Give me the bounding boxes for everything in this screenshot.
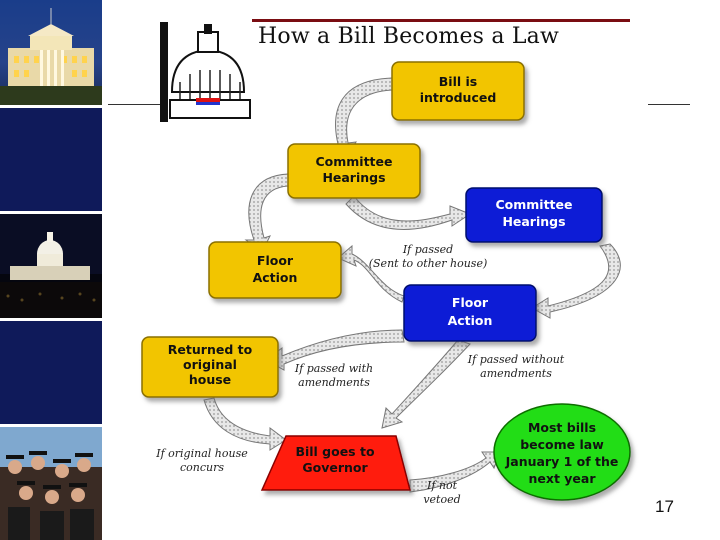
if-passed-label-1: If passed: [402, 243, 453, 256]
floor2-line2: Action: [448, 313, 493, 328]
white-house-photo: [0, 0, 102, 105]
most-bills-become-law-oval: [493, 403, 631, 501]
most-bills-line4: next year: [529, 471, 597, 486]
most-bills-line1: Most bills: [528, 420, 596, 435]
returned-line2: original: [183, 357, 237, 372]
committee-hearings-house1-box: [287, 143, 421, 199]
concurs-label-2: concurs: [180, 461, 224, 474]
without-amendments-label-2: amendments: [480, 367, 552, 380]
floor1-line2: Action: [253, 270, 298, 285]
with-amendments-label-2: amendments: [298, 376, 370, 389]
bill-introduced-box: [391, 61, 525, 121]
arrow-returned-to-governor: [203, 397, 287, 451]
most-bills-line3: January 1 of the: [505, 454, 619, 469]
committee2-line2: Hearings: [502, 214, 565, 229]
not-vetoed-label-2: vetoed: [423, 493, 460, 506]
graduates-photo: [0, 427, 102, 540]
navy-panel-2: [0, 321, 102, 424]
header-rule-right: [648, 104, 690, 105]
returned-line3: house: [189, 372, 231, 387]
committee-hearings-house2-box: [465, 187, 603, 243]
floor2-line1: Floor: [452, 295, 489, 310]
with-amendments-label-1: If passed with: [294, 362, 373, 375]
arrow-floor2-to-governor: [381, 339, 471, 429]
slide-title: How a Bill Becomes a Law: [258, 24, 560, 49]
concurs-label-1: If original house: [155, 447, 248, 460]
bill-introduced-line2: introduced: [420, 90, 497, 105]
title-rule: [252, 19, 630, 22]
committee1-line2: Hearings: [322, 170, 385, 185]
returned-to-original-box: [141, 336, 279, 398]
navy-panel-1: [0, 108, 102, 211]
bill-introduced-line1: Bill is: [439, 74, 477, 89]
floor-action-house1-box: [208, 241, 342, 299]
without-amendments-label-1: If passed without: [467, 353, 565, 366]
capitol-night-photo: [0, 214, 102, 318]
committee1-line1: Committee: [315, 154, 392, 169]
page-number: 17: [655, 497, 674, 516]
committee2-line1: Committee: [495, 197, 572, 212]
not-vetoed-label-1: If not: [426, 479, 458, 492]
arrow-committee-to-floor: [244, 173, 289, 253]
bill-goes-to-governor-box: [260, 435, 411, 491]
if-passed-label-2: (Sent to other house): [369, 257, 488, 270]
header-rule-left: [108, 104, 166, 105]
governor-line1: Bill goes to: [295, 444, 375, 459]
capitol-dome-logo: [160, 22, 256, 122]
floor-action-house2-box: [403, 284, 537, 342]
arrow-floor2-to-floor1: [337, 244, 405, 303]
returned-line1: Returned to: [168, 342, 253, 357]
governor-line2: Governor: [302, 460, 368, 475]
most-bills-line2: become law: [520, 437, 604, 452]
arrow-committee2-to-floor2: [531, 243, 621, 319]
arrow-committee1-to-committee2: [345, 195, 472, 230]
floor1-line1: Floor: [257, 253, 294, 268]
